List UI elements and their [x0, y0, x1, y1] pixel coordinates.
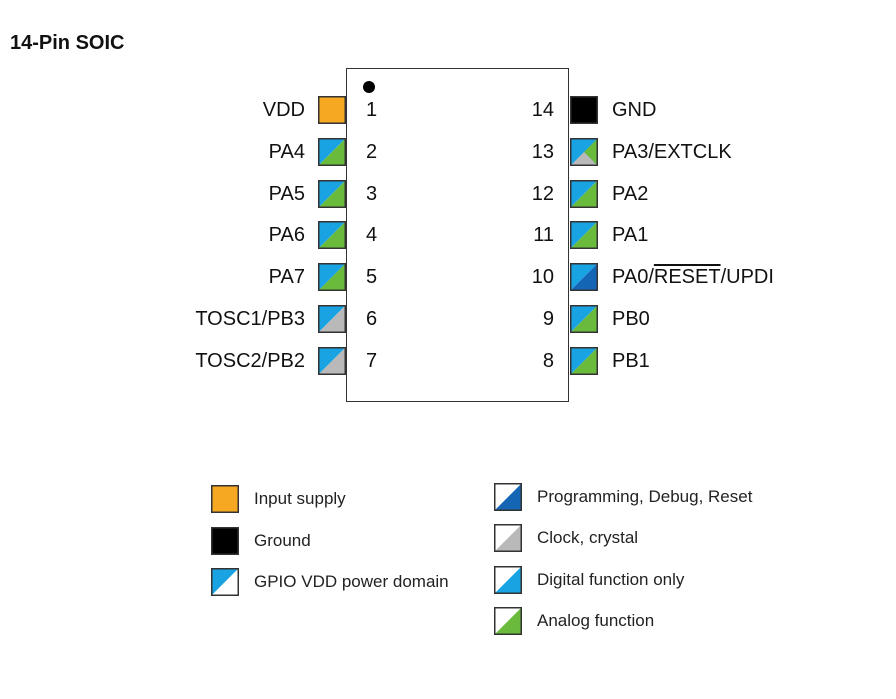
pin-3-analog-icon [318, 179, 346, 208]
pin-number: 5 [366, 266, 378, 289]
pin-label: PA1 [612, 224, 649, 247]
pin-number: 8 [542, 349, 554, 372]
legend-label: Clock, crystal [537, 528, 639, 548]
pin-13-analog-clock-icon [570, 137, 598, 166]
pin-number: 11 [533, 224, 554, 247]
pin-label: PA4 [268, 140, 305, 163]
pin-2-analog-icon [318, 137, 346, 166]
pin-label: PA0/RESET/UPDI [612, 265, 774, 289]
legend-label: Programming, Debug, Reset [537, 487, 753, 506]
pin-number: 14 [531, 99, 554, 121]
pin-label: TOSC2/PB2 [195, 349, 305, 372]
pin-1-supply-icon [318, 96, 346, 124]
pin1-indicator-dot [363, 81, 375, 93]
pin-label: PB1 [612, 349, 650, 372]
chip-body [346, 68, 569, 402]
legend-analog-legend-icon [494, 606, 522, 635]
legend-prog-legend-icon [494, 483, 522, 511]
pin-10-prog-icon [570, 263, 598, 292]
pin-label: PB0 [612, 308, 650, 330]
pin-5-analog-icon [318, 263, 346, 292]
pin-number: 4 [366, 224, 378, 247]
pin-11-analog-icon [570, 221, 598, 250]
diagram-title: 14-Pin SOIC [10, 32, 125, 54]
pin-label-part: PA0/ [612, 266, 654, 289]
legend-gpio-legend-icon [211, 568, 239, 596]
pin-label: PA6 [268, 224, 305, 247]
legend-ground-icon [211, 526, 239, 555]
pin-number: 3 [366, 182, 378, 205]
pin-6-clock-icon [318, 305, 346, 333]
legend-clock-legend-icon [494, 524, 522, 553]
legend-label: Ground [254, 530, 311, 550]
pin-9-analog-icon [570, 305, 598, 333]
pin-label: TOSC1/PB3 [195, 308, 305, 330]
legend-label: GPIO VDD power domain [254, 572, 449, 591]
legend-digital-legend-icon [494, 565, 522, 594]
pin-number: 13 [531, 140, 554, 163]
pin-number: 7 [366, 349, 378, 372]
pin-number: 9 [542, 308, 554, 330]
pin-label: PA3/EXTCLK [612, 140, 732, 163]
pin-14-ground-icon [570, 96, 598, 124]
pin-number: 10 [531, 266, 554, 289]
pin-label: PA5 [268, 182, 305, 205]
pin-label: GND [612, 99, 657, 121]
pin-number: 1 [366, 99, 378, 121]
pin-number: 12 [531, 182, 554, 205]
pin-label: VDD [262, 99, 305, 121]
pin-label: PA7 [268, 266, 305, 289]
pin-label-part: RESET [653, 266, 721, 289]
pin-number: 6 [366, 308, 378, 330]
pin-number: 2 [366, 140, 378, 163]
pin-4-analog-icon [318, 221, 346, 250]
legend-supply-icon [211, 485, 239, 513]
pin-label: PA2 [612, 182, 649, 205]
legend-label: Analog function [537, 610, 655, 630]
pin-12-analog-icon [570, 179, 598, 208]
legend-label: Digital function only [537, 569, 685, 589]
pin-label-part: /UPDI [720, 266, 774, 289]
pin-7-clock-icon [318, 346, 346, 375]
legend-label: Input supply [254, 489, 346, 508]
pin-8-analog-icon [570, 346, 598, 375]
